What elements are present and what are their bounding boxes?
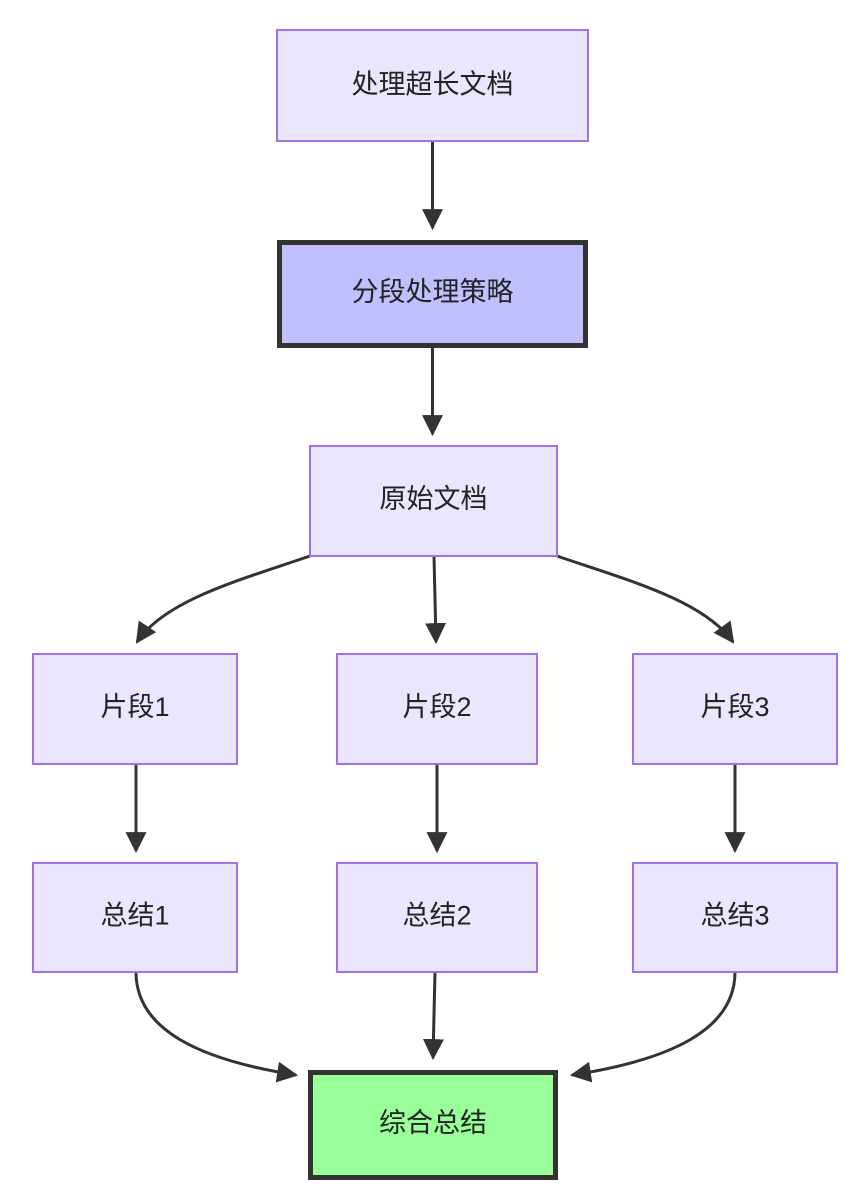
- node-source-doc[interactable]: 原始文档: [309, 445, 558, 557]
- node-summary-1-shape[interactable]: [32, 862, 238, 973]
- node-summary-1-label: 总结1: [100, 901, 169, 931]
- edge-summary-2-to-final-summary: [422, 971, 444, 1061]
- node-final-summary[interactable]: 综合总结: [308, 1070, 558, 1180]
- node-fragment-2[interactable]: 片段2: [336, 653, 538, 765]
- node-long-doc[interactable]: 处理超长文档: [276, 29, 589, 142]
- node-summary-3-label: 总结3: [700, 901, 769, 931]
- edge-source-doc-to-fragment-2: [425, 555, 447, 645]
- node-source-doc-label: 原始文档: [380, 484, 488, 514]
- node-fragment-1-label: 片段1: [100, 692, 169, 722]
- node-fragment-3-shape[interactable]: [632, 653, 838, 765]
- node-chunk-strategy-label: 分段处理策略: [352, 277, 514, 307]
- node-fragment-2-label: 片段2: [402, 692, 471, 722]
- node-chunk-strategy-shape[interactable]: [277, 240, 588, 348]
- node-summary-2[interactable]: 总结2: [336, 862, 538, 973]
- node-summary-2-shape[interactable]: [336, 862, 538, 973]
- node-long-doc-label: 处理超长文档: [352, 70, 514, 100]
- node-fragment-2-shape[interactable]: [336, 653, 538, 765]
- node-fragment-3[interactable]: 片段3: [632, 653, 838, 765]
- edge-source-doc-to-fragment-1: [135, 554, 311, 644]
- node-source-doc-shape[interactable]: [309, 445, 558, 557]
- node-long-doc-shape[interactable]: [276, 29, 589, 142]
- edge-source-doc-to-fragment-3: [556, 554, 735, 644]
- node-layer: 处理超长文档 分段处理策略 原始文档 片段1 片段2 片段3: [32, 29, 838, 1180]
- node-summary-2-label: 总结2: [402, 901, 471, 931]
- node-summary-3-shape[interactable]: [632, 862, 838, 973]
- edge-summary-3-to-final-summary: [569, 971, 737, 1083]
- edge-summary-1-to-final-summary: [134, 971, 299, 1083]
- node-chunk-strategy[interactable]: 分段处理策略: [277, 240, 588, 348]
- node-final-summary-shape[interactable]: [308, 1070, 558, 1180]
- node-final-summary-label: 综合总结: [379, 1108, 487, 1138]
- node-fragment-1-shape[interactable]: [32, 653, 238, 765]
- node-fragment-1[interactable]: 片段1: [32, 653, 238, 765]
- edge-layer: [125, 141, 746, 1083]
- node-summary-1[interactable]: 总结1: [32, 862, 238, 973]
- node-summary-3[interactable]: 总结3: [632, 862, 838, 973]
- node-fragment-3-label: 片段3: [700, 692, 769, 722]
